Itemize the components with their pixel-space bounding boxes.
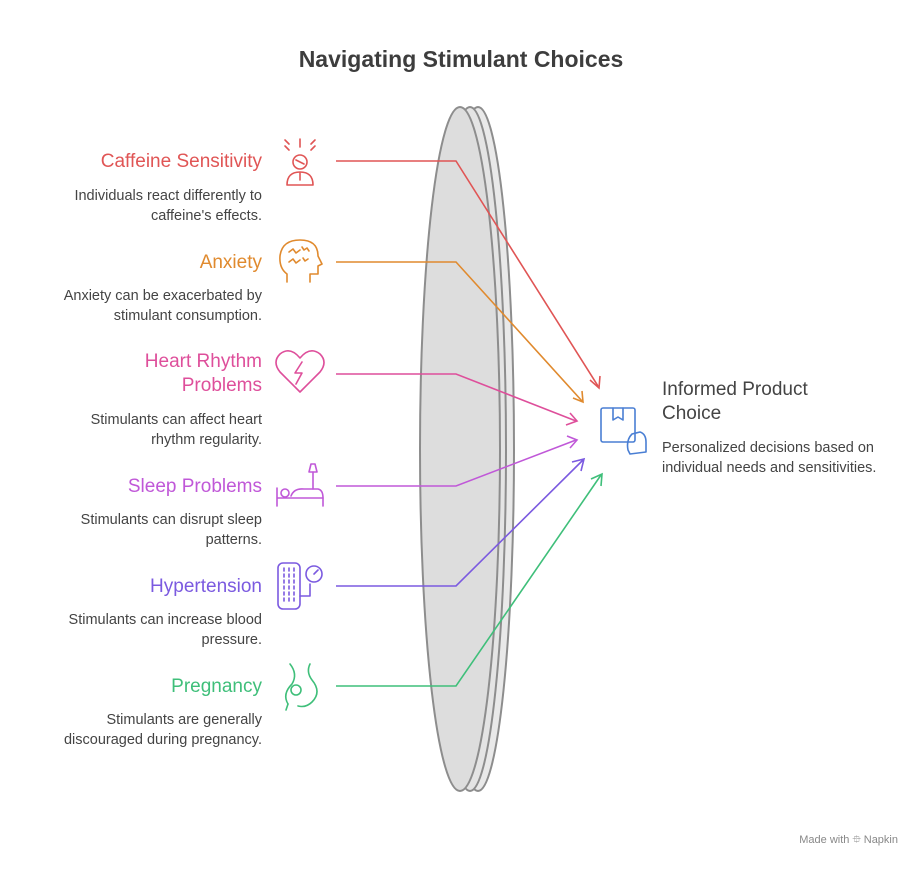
factor-desc-heart-rhythm: Stimulants can affect heart rhythm regul… [90, 412, 262, 448]
lens-shape [419, 106, 515, 792]
factor-desc-caffeine-sensitivity: Individuals react differently to caffein… [74, 188, 262, 224]
heart-pulse-icon [275, 350, 325, 393]
connector-heart-rhythm [336, 373, 579, 426]
factor-desc-sleep-problems: Stimulants can disrupt sleep patterns. [80, 512, 262, 548]
factor-desc-anxiety: Anxiety can be exacerbated by stimulant … [63, 288, 262, 324]
connector-sleep-problems [336, 435, 579, 487]
pregnancy-icon [284, 663, 318, 711]
head-alert-icon [284, 138, 316, 186]
outcome-desc: Personalized decisions based on individu… [662, 440, 877, 476]
outcome-title: Informed Product Choice [662, 379, 808, 424]
connector-caffeine-sensitivity [336, 160, 601, 390]
product-box-hand-icon [600, 407, 647, 455]
factor-title-caffeine-sensitivity: Caffeine Sensitivity [100, 151, 262, 172]
factor-title-heart-rhythm: Heart Rhythm Problems [144, 351, 262, 396]
factor-title-pregnancy: Pregnancy [171, 676, 262, 697]
connector-anxiety [336, 261, 584, 404]
connector-pregnancy [336, 472, 603, 687]
factor-title-hypertension: Hypertension [150, 576, 262, 597]
blood-pressure-icon [277, 562, 323, 610]
bed-lamp-icon [276, 463, 324, 507]
anxious-head-icon [279, 239, 323, 283]
factor-title-anxiety: Anxiety [199, 252, 262, 273]
factor-title-sleep-problems: Sleep Problems [127, 476, 262, 497]
factor-desc-hypertension: Stimulants can increase blood pressure. [68, 612, 262, 648]
factor-desc-pregnancy: Stimulants are generally discouraged dur… [63, 712, 262, 748]
page-title: Navigating Stimulant Choices [298, 46, 624, 72]
connector-hypertension [336, 457, 586, 587]
napkin-credit: Made with ⯐ Napkin [799, 834, 898, 846]
